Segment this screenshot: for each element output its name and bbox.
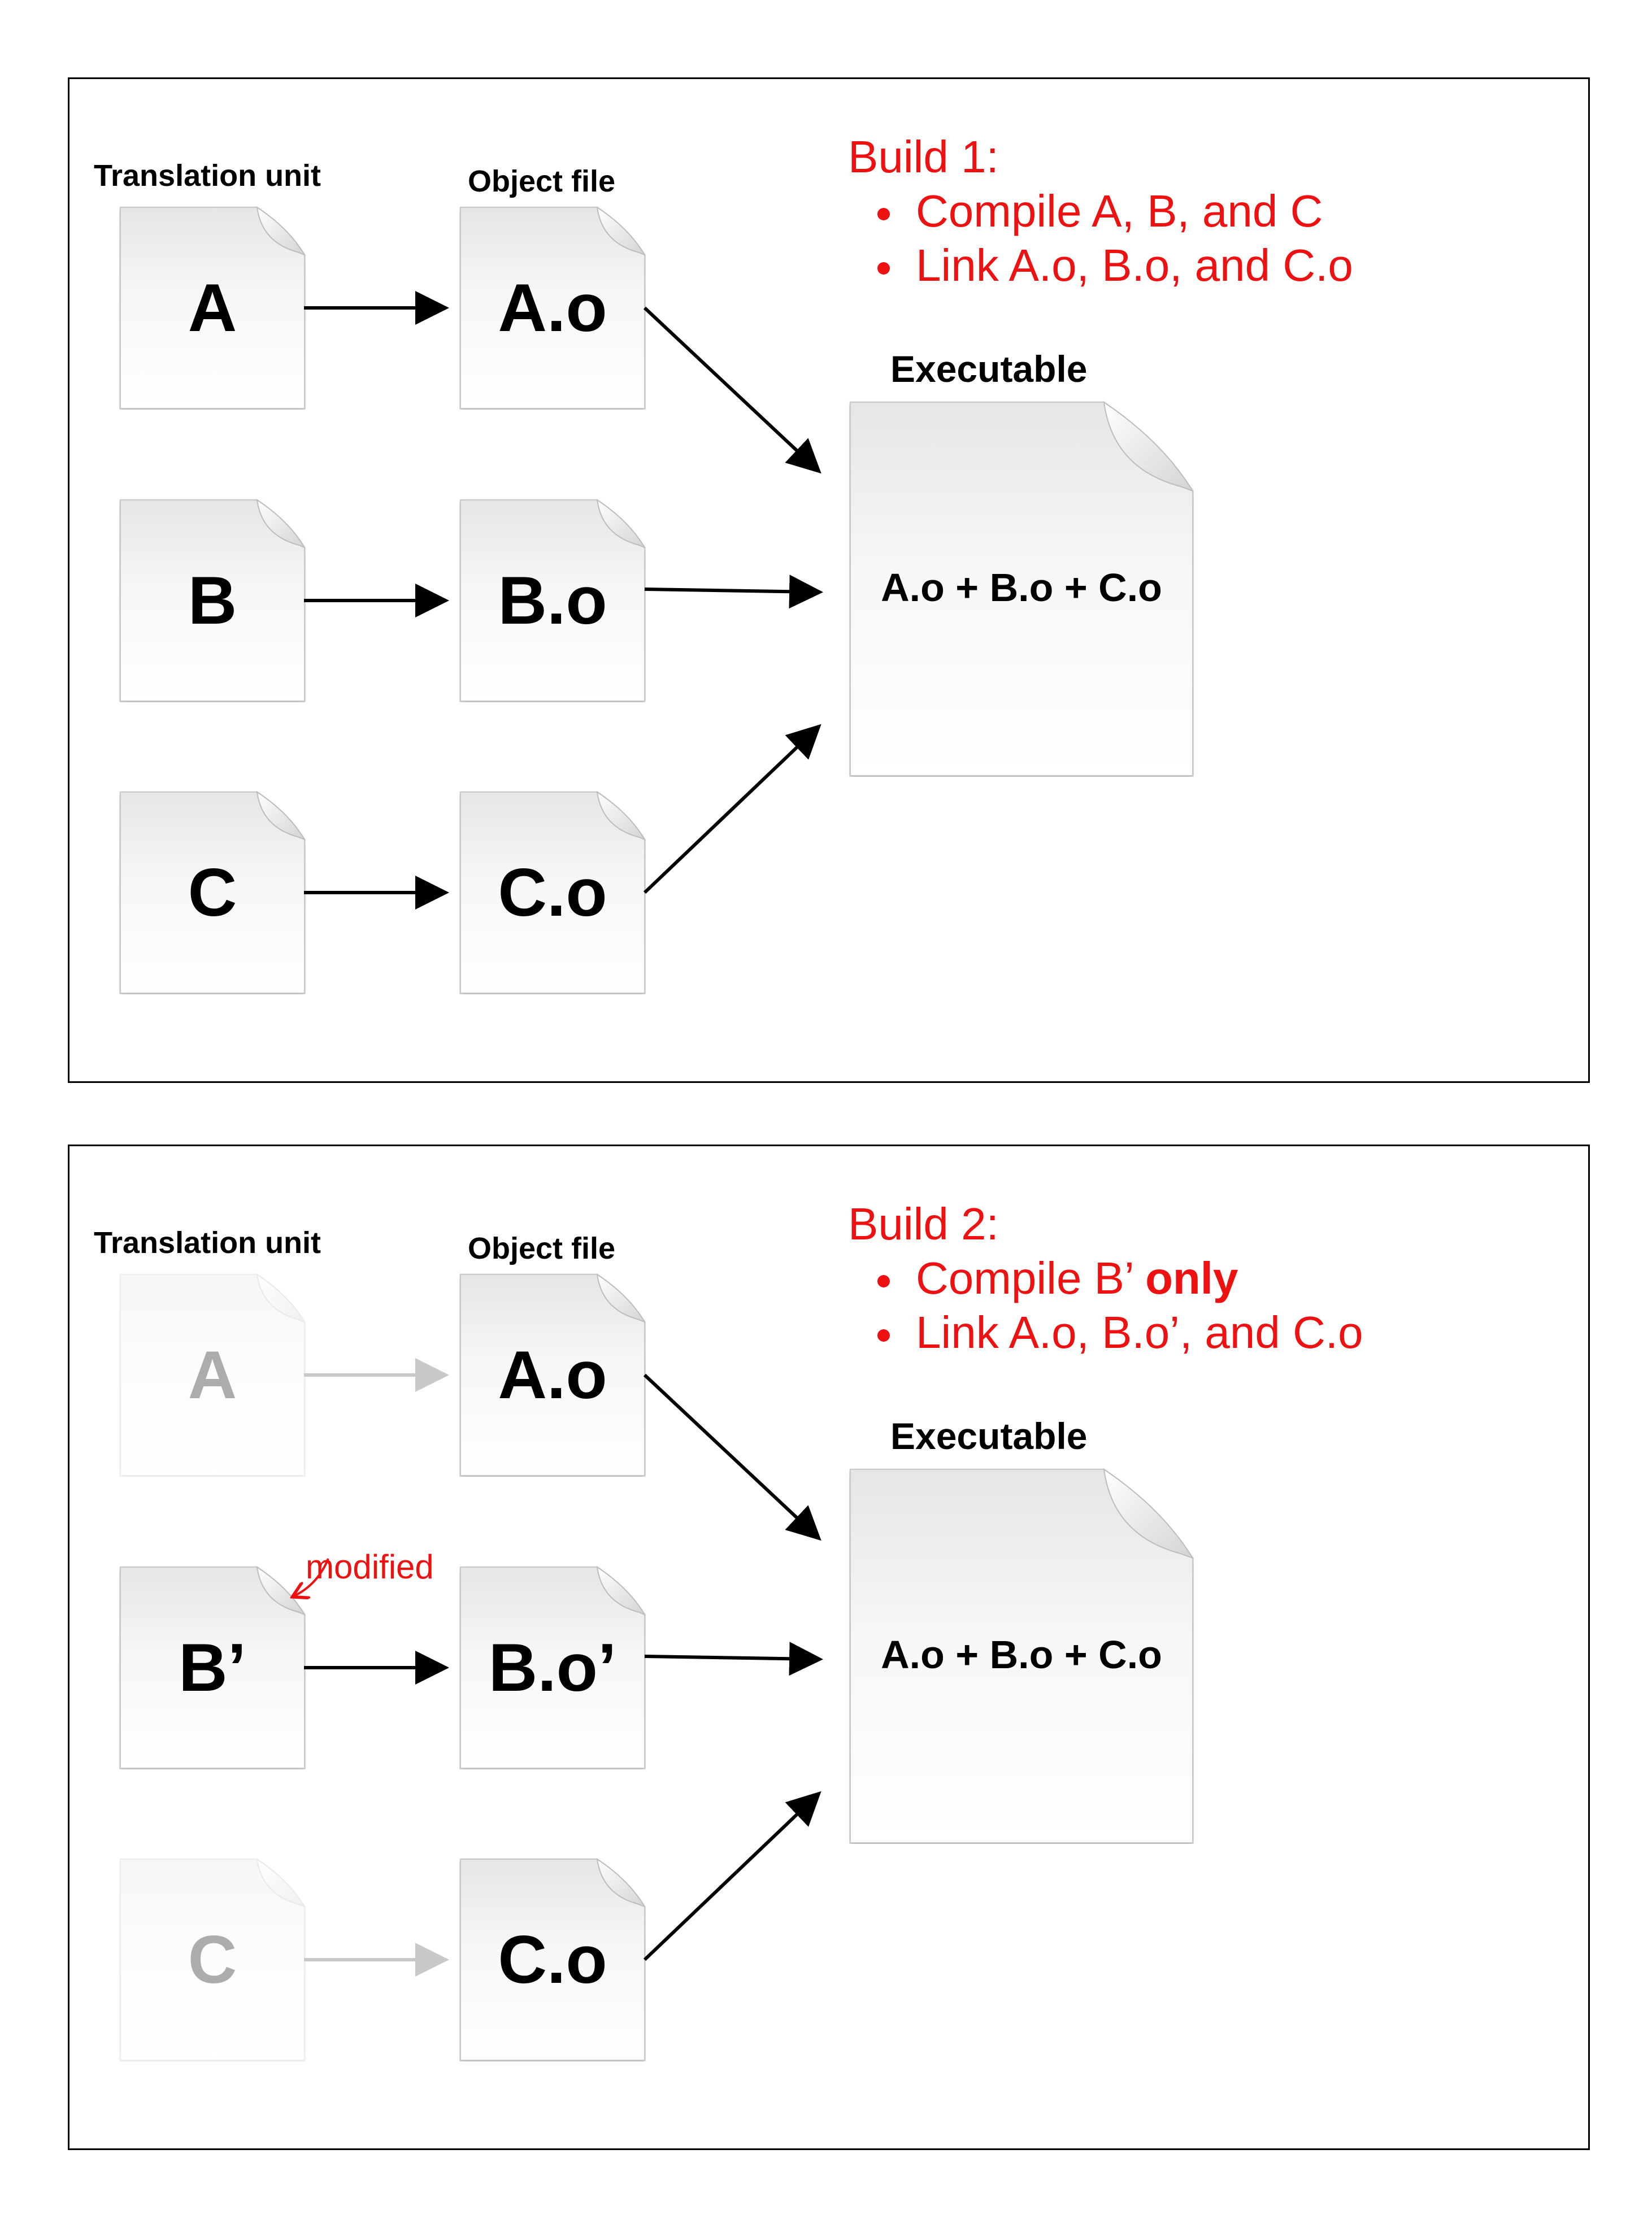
link-arrow-a — [643, 306, 821, 474]
link-arrow-c — [643, 724, 821, 894]
build-1-step-compile: Compile A, B, and C — [877, 184, 1353, 238]
emphasis-only: only — [1145, 1253, 1238, 1303]
link-arrow-a — [643, 1373, 821, 1541]
object-file-name: B.o — [498, 563, 607, 638]
modified-pointer-arrow — [294, 1558, 329, 1596]
build-2-step-link: Link A.o, B.o’, and C.o — [877, 1306, 1363, 1360]
object-file-name: C.o — [498, 855, 607, 930]
source-file-label: B — [188, 563, 237, 638]
source-file-label: C — [188, 1922, 237, 1998]
source-file-label: C — [188, 855, 237, 930]
build-1-panel: Translation unit Object file Executable … — [68, 77, 1590, 1083]
object-file-label: Object file — [468, 164, 616, 198]
object-file-name: A.o — [498, 1337, 607, 1413]
document-icon — [460, 1565, 646, 1769]
build-2-title: Build 2: — [848, 1199, 999, 1249]
source-file-a-unchanged: A — [119, 1273, 306, 1477]
object-file-name: B.o’ — [488, 1630, 617, 1705]
executable-content: A.o + B.o + C.o — [881, 1633, 1162, 1677]
build-2-panel: Translation unit Object file Executable … — [68, 1145, 1590, 2150]
object-file-b: B.o — [459, 498, 646, 702]
document-icon — [120, 1273, 306, 1476]
executable-label: Executable — [890, 1415, 1088, 1457]
document-icon — [460, 1273, 646, 1476]
object-file-label: Object file — [468, 1232, 616, 1265]
object-file-name: A.o — [498, 270, 607, 346]
executable-label: Executable — [890, 348, 1088, 390]
build-2-arrows — [69, 1358, 823, 1977]
executable-file: A.o + B.o + C.o — [849, 1468, 1194, 1844]
source-file-label: B’ — [179, 1630, 246, 1705]
build-1-notes: Build 1: Compile A, B, and C Link A.o, B… — [848, 130, 1353, 293]
build-1-step-link: Link A.o, B.o, and C.o — [877, 238, 1353, 293]
build-2-notes: Build 2: Compile B’ only Link A.o, B.o’,… — [848, 1197, 1363, 1360]
link-arrow-b — [644, 1642, 823, 1676]
executable-file: A.o + B.o + C.o — [849, 401, 1194, 777]
build-1-arrows — [304, 291, 823, 910]
source-file-label: A — [188, 1337, 237, 1413]
translation-unit-label: Translation unit — [94, 1226, 321, 1260]
object-file-c: C.o — [459, 1857, 646, 2061]
document-icon — [460, 790, 646, 994]
source-file-b: B — [119, 498, 306, 702]
compile-step-text: Compile B’ — [916, 1253, 1146, 1303]
source-file-c-unchanged: C — [119, 1857, 306, 2061]
object-file-a: A.o — [459, 206, 646, 410]
executable-content: A.o + B.o + C.o — [881, 565, 1162, 610]
source-file-label: A — [188, 270, 237, 346]
document-icon — [120, 1857, 306, 2061]
source-file-b-modified: B’ — [119, 1565, 306, 1769]
document-icon — [850, 1468, 1194, 1843]
document-icon — [460, 1857, 646, 2061]
link-arrow-b — [644, 575, 823, 609]
link-arrow-c — [643, 1791, 821, 1961]
build-2-step-compile: Compile B’ only — [877, 1251, 1363, 1306]
source-file-c: C — [119, 790, 306, 994]
source-file-a: A — [119, 206, 306, 410]
document-icon — [120, 206, 306, 409]
document-icon — [120, 1565, 306, 1769]
object-file-name: C.o — [498, 1922, 607, 1998]
object-file-c: C.o — [459, 790, 646, 994]
object-file-b-new: B.o’ — [459, 1565, 646, 1769]
document-icon — [460, 206, 646, 409]
translation-unit-label: Translation unit — [94, 159, 321, 193]
document-icon — [850, 401, 1194, 776]
document-icon — [120, 790, 306, 994]
object-file-a: A.o — [459, 1273, 646, 1477]
build-1-title: Build 1: — [848, 132, 999, 182]
document-icon — [120, 498, 306, 702]
modified-note: modified — [306, 1548, 434, 1586]
document-icon — [460, 498, 646, 702]
